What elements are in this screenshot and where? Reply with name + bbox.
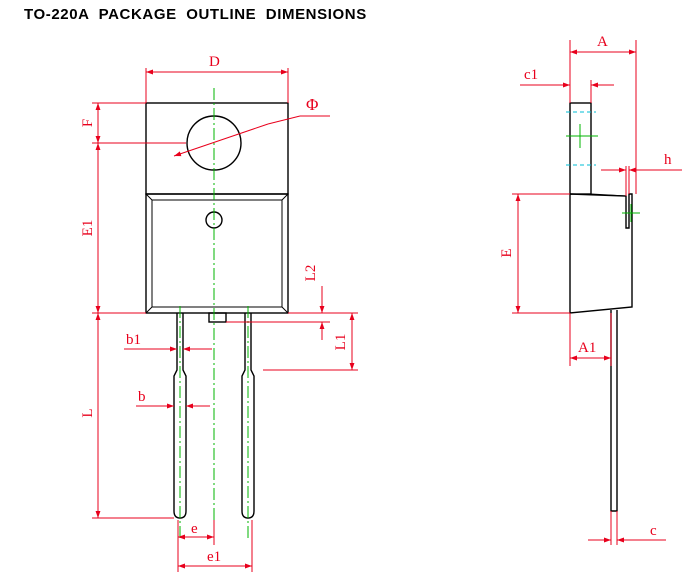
label-E1: E1 — [80, 220, 96, 237]
label-b: b — [138, 389, 146, 405]
label-D: D — [209, 54, 220, 70]
diagram-title: TO-220A PACKAGE OUTLINE DIMENSIONS — [24, 6, 367, 23]
front-view: D Φ F E1 L L2 L1 b1 b e e1 — [80, 54, 358, 572]
label-A: A — [597, 34, 608, 50]
body-inner-outline — [151, 199, 283, 308]
side-tab — [569, 102, 592, 195]
label-h: h — [664, 152, 672, 168]
label-b1: b1 — [126, 332, 141, 348]
center-stub — [208, 312, 227, 323]
label-e: e — [191, 521, 198, 537]
label-L: L — [80, 408, 96, 417]
label-F: F — [80, 119, 96, 127]
label-c1: c1 — [524, 67, 538, 83]
side-body — [569, 193, 633, 314]
label-e1: e1 — [207, 549, 221, 565]
label-c: c — [650, 523, 657, 539]
label-L2: L2 — [303, 265, 319, 282]
side-view: A c1 h E A1 c — [499, 34, 682, 545]
label-A1: A1 — [578, 340, 596, 356]
side-lead — [610, 310, 618, 512]
label-L1: L1 — [333, 334, 349, 351]
label-E: E — [499, 248, 515, 257]
label-phi: Φ — [306, 95, 318, 114]
